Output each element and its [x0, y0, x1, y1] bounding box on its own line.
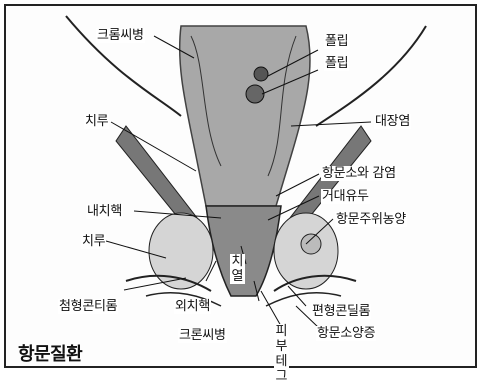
label-abscess-infection: 항문소와 감염 [321, 166, 397, 181]
label-crohn-bottom: 크론씨병 [178, 328, 227, 343]
label-skin-tag: 피부테그 [274, 324, 289, 384]
label-polyp-1: 폴립 [324, 34, 349, 49]
label-colitis: 대장염 [374, 114, 411, 129]
label-internal-hemorrhoid: 내치핵 [86, 204, 123, 219]
label-perianal-abscess: 항문주위농양 [335, 212, 407, 227]
label-fissure: 치열 [230, 254, 245, 284]
label-fistula-top: 치루 [84, 114, 109, 129]
label-giant-papilla: 거대유두 [321, 189, 370, 204]
label-condyloma: 첨형콘티롬 [58, 299, 118, 314]
diagram-frame: 크롬씨병 폴립 폴립 치루 대장염 항문소와 감염 거대유두 내치핵 항문주위농… [4, 4, 477, 368]
label-external-hemorrhoid: 외치핵 [174, 299, 211, 314]
label-crohn-top: 크롬씨병 [96, 28, 145, 43]
anatomy-illustration [6, 6, 479, 370]
label-fistula-low: 치루 [81, 234, 106, 249]
label-pruritus: 항문소양증 [316, 326, 376, 341]
label-polyp-2: 폴립 [324, 56, 349, 71]
diagram-title: 항문질환 [18, 340, 82, 366]
label-condyloma-lata: 편형콘딜롬 [311, 304, 371, 319]
